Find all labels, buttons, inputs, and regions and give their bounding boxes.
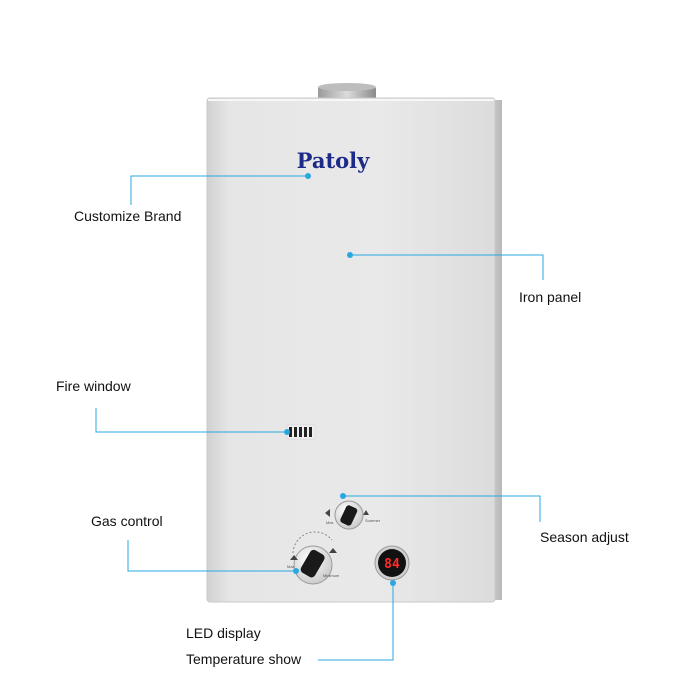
- label-temperature-show: Temperature show: [186, 651, 302, 667]
- label-season-adjust: Season adjust: [540, 529, 629, 545]
- label-fire-window: Fire window: [56, 378, 131, 394]
- callout-dots: [284, 173, 396, 586]
- gas-mark-left: Max: [287, 564, 295, 569]
- brand-logo: Patoly: [297, 148, 371, 173]
- callout-line-led: [318, 583, 394, 661]
- callout-line-fire-window: [95, 408, 287, 433]
- callout-line-gas-control: [127, 540, 296, 572]
- season-mark-right: Summer: [365, 518, 381, 523]
- callout-line-brand: [130, 175, 308, 205]
- callout-line-iron-panel: [350, 254, 544, 280]
- heater-body: [206, 97, 502, 603]
- gas-mark-right: Minimum: [323, 573, 340, 578]
- callout-line-season: [343, 495, 541, 522]
- label-gas-control: Gas control: [91, 513, 163, 529]
- label-led-display: LED display: [186, 625, 261, 641]
- gas-knob[interactable]: Max Minimum: [287, 531, 340, 585]
- fire-window: [286, 424, 316, 440]
- season-knob[interactable]: Max Summer: [325, 500, 381, 530]
- led-readout: 84: [384, 557, 400, 572]
- callout-lines: [95, 175, 544, 661]
- label-customize-brand: Customize Brand: [74, 208, 182, 224]
- season-mark-left: Max: [326, 520, 334, 525]
- led-display: 84: [374, 545, 410, 581]
- label-iron-panel: Iron panel: [519, 289, 582, 305]
